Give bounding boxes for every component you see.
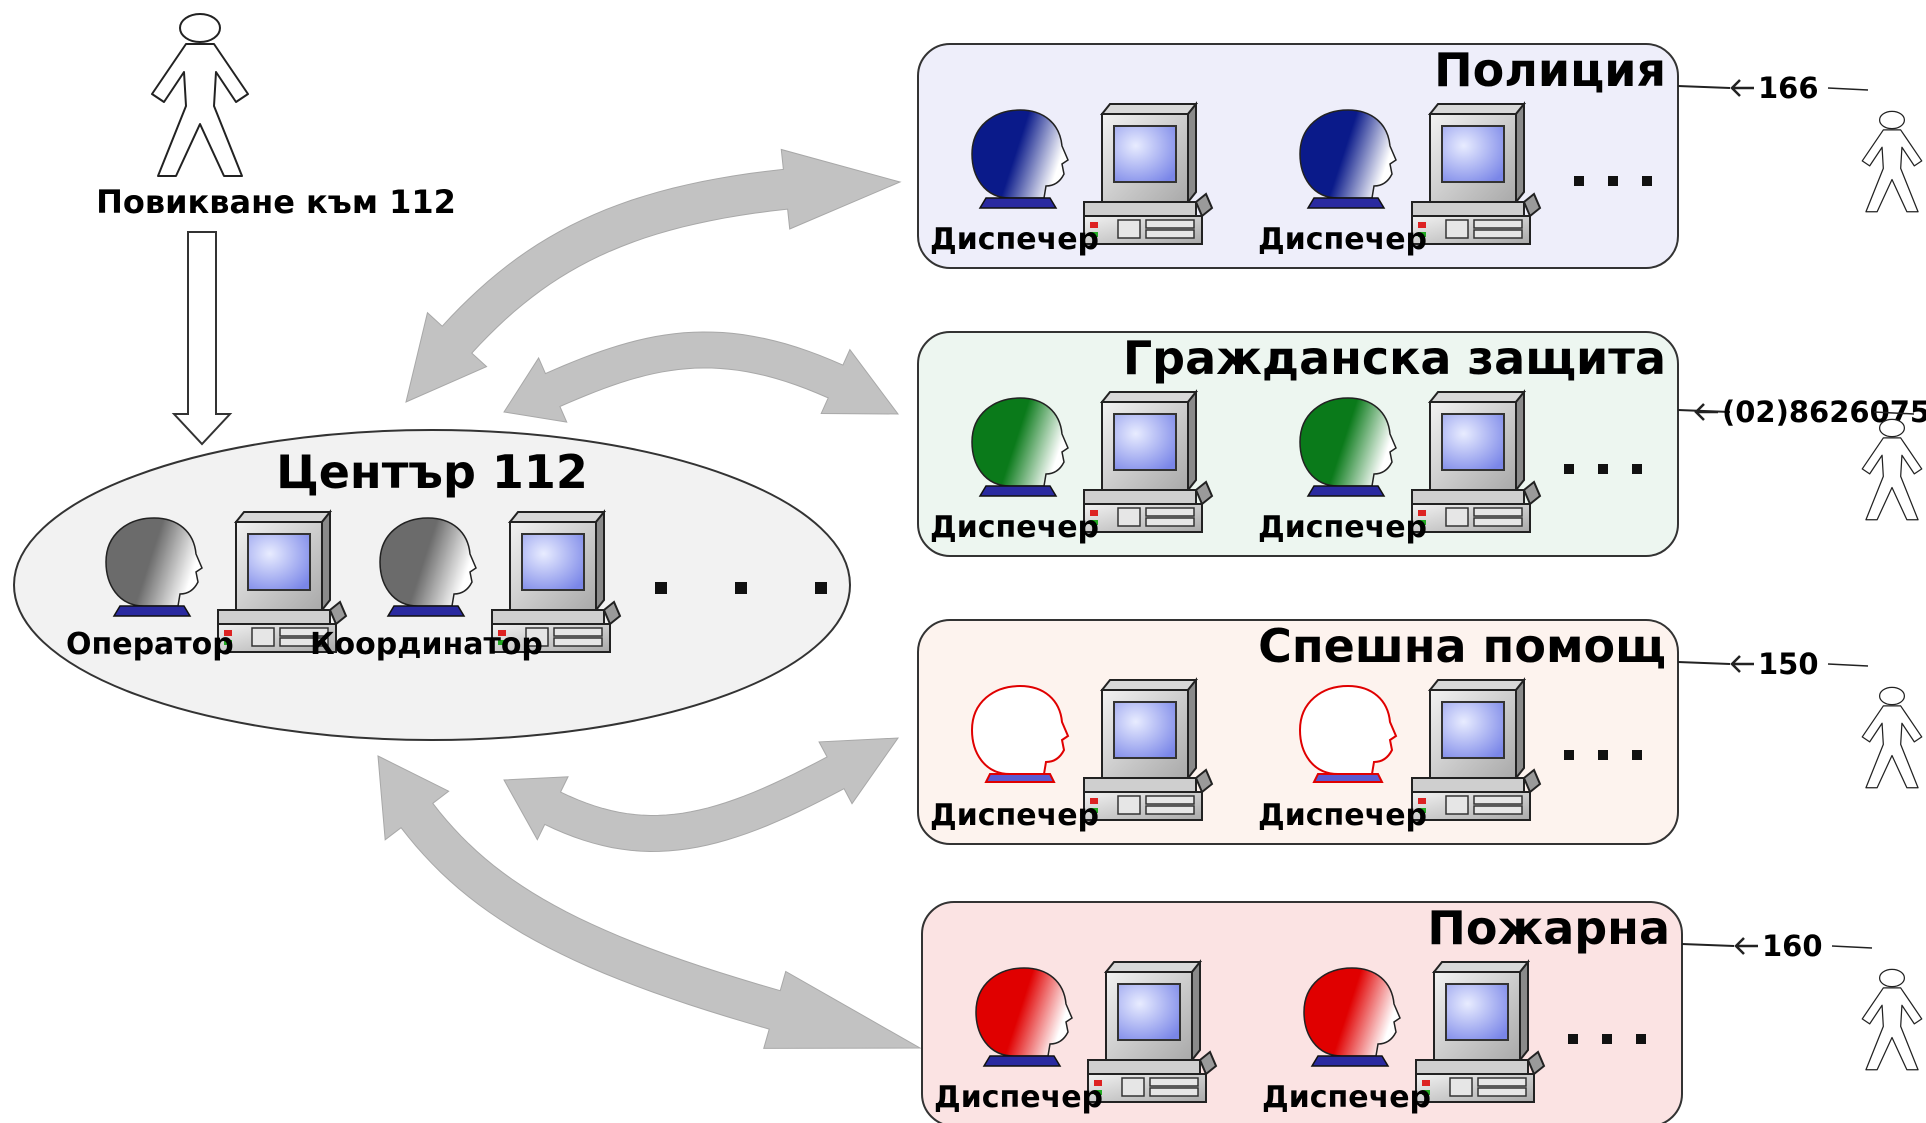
arrow-center-civil (503, 331, 900, 423)
arrow-center-ambulance (503, 737, 899, 852)
ellipsis-dot (1632, 750, 1642, 760)
dispatcher-head-icon (1299, 685, 1397, 783)
dispatcher-computer-icon (1083, 391, 1213, 533)
center-title: Център 112 (276, 445, 588, 499)
dispatcher-computer-icon (1083, 679, 1213, 821)
dispatcher-head-icon (1299, 109, 1397, 209)
arrow-left-icon (1734, 937, 1758, 955)
arrow-center-police (405, 148, 902, 403)
operator-head-icon (105, 517, 203, 617)
dispatcher-computer-icon (1411, 391, 1541, 533)
person-icon (1861, 968, 1923, 1071)
ellipsis-dot (1564, 464, 1574, 474)
caller: Повикване към 112 (96, 13, 456, 446)
dispatcher-computer-icon (1087, 961, 1217, 1103)
dispatcher-label: Диспечер (930, 798, 1099, 833)
external-caller-police: 166 (1677, 71, 1923, 213)
phone-number: 150 (1758, 647, 1819, 681)
coordinator-label: Координатор (310, 627, 543, 662)
service-title: Гражданска защита (1123, 331, 1666, 385)
dispatcher-label: Диспечер (1258, 798, 1427, 833)
dispatcher-head-icon (1303, 967, 1401, 1067)
ellipsis-dot (1636, 1034, 1646, 1044)
external-caller-fire: 160 (1681, 929, 1923, 1071)
arrow-left-icon (1730, 79, 1754, 97)
dispatcher-computer-icon (1411, 103, 1541, 245)
dispatcher-head-icon (971, 397, 1069, 497)
external-caller-civil-protection: (02)8626075 (1677, 395, 1926, 521)
ellipsis-dot (1598, 464, 1608, 474)
dispatcher-label: Диспечер (930, 222, 1099, 257)
dispatcher-head-icon (971, 685, 1069, 783)
ellipsis-dot (1632, 464, 1642, 474)
service-title: Полиция (1434, 43, 1666, 97)
dispatcher-head-icon (975, 967, 1073, 1067)
dispatcher-head-icon (1299, 397, 1397, 497)
phone-number: 160 (1762, 929, 1823, 963)
ellipsis-dot (1642, 176, 1652, 186)
ellipsis-dot (1598, 750, 1608, 760)
call-arrow (171, 231, 233, 446)
coordinator-head-icon (379, 517, 477, 617)
dispatcher-label: Диспечер (1262, 1080, 1431, 1115)
dispatcher-label: Диспечер (1258, 510, 1427, 545)
dispatcher-computer-icon (1083, 103, 1213, 245)
ellipsis-dot (1564, 750, 1574, 760)
ellipsis-dot (1602, 1034, 1612, 1044)
ellipsis-dot (1608, 176, 1618, 186)
dispatcher-computer-icon (1415, 961, 1545, 1103)
arrow-center-fire (377, 755, 922, 1049)
connectors (377, 148, 922, 1049)
operator-label: Оператор (66, 627, 234, 662)
arrow-left-icon (1730, 655, 1754, 673)
dispatcher-label: Диспечер (1258, 222, 1427, 257)
ellipsis-dot (1568, 1034, 1578, 1044)
dispatcher-computer-icon (1411, 679, 1541, 821)
ellipsis-dot (655, 582, 667, 594)
ellipsis-dot (735, 582, 747, 594)
dispatcher-head-icon (971, 109, 1069, 209)
phone-number: 166 (1758, 71, 1819, 105)
dispatcher-label: Диспечер (934, 1080, 1103, 1115)
person-icon (1861, 686, 1923, 789)
caller-label: Повикване към 112 (96, 183, 456, 221)
ellipsis-dot (1574, 176, 1584, 186)
person-icon (1861, 110, 1923, 213)
external-caller-ambulance: 150 (1677, 647, 1923, 789)
ellipsis-dot (815, 582, 827, 594)
person-icon (1861, 418, 1923, 521)
arrow-left-icon (1694, 403, 1718, 421)
dispatcher-label: Диспечер (930, 510, 1099, 545)
caller-person-icon (151, 13, 249, 177)
service-title: Спешна помощ (1258, 619, 1666, 673)
service-title: Пожарна (1427, 901, 1670, 955)
